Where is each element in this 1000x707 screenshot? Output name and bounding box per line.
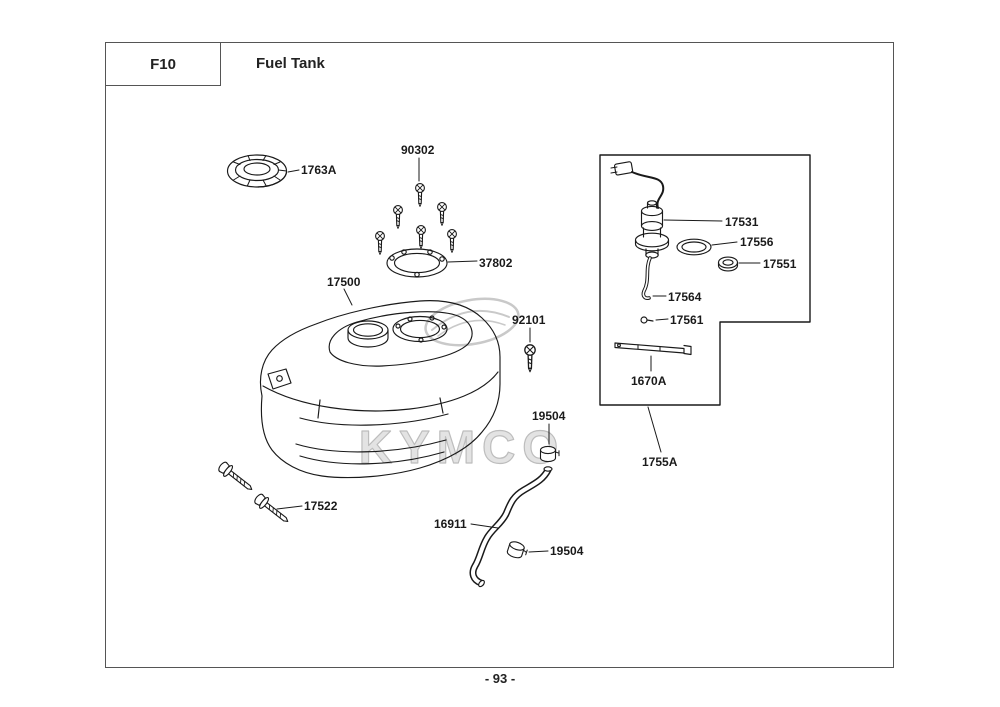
section-code: F10 [106,43,221,86]
part-label-17564: 17564 [668,290,702,304]
part-label-17561: 17561 [670,313,704,327]
tube-17564-drawing [641,256,652,300]
part-label-17556: 17556 [740,235,774,249]
leader-lines [276,157,761,553]
part-label-17522: 17522 [304,499,338,513]
part-label-92101: 92101 [512,313,546,327]
part-label-19504-upper: 19504 [532,409,566,423]
nut-17551-drawing [717,256,739,272]
gasket-17556-drawing [676,238,712,256]
hose-16911-drawing [469,466,553,588]
part-label-90302: 90302 [401,143,435,157]
gasket-37802-drawing [386,248,448,278]
part-label-17500: 17500 [327,275,361,289]
page-number: - 93 - [484,671,516,686]
part-17561-drawing [640,316,654,324]
fuel-sender-1670A-drawing [614,342,692,356]
watermark-text: KYMCO [359,421,565,473]
part-label-16911: 16911 [434,517,467,531]
part-label-1670A: 1670A [631,374,667,388]
fuel-cap-drawing [226,154,288,188]
part-label-17531: 17531 [725,215,759,229]
pump-assembly-box [599,154,811,406]
page-title: Fuel Tank [256,55,325,72]
fuel-tank-drawing [259,300,501,479]
watermark-logo [424,297,520,347]
part-label-17551: 17551 [763,257,797,271]
part-label-1763A: 1763A [301,163,337,177]
part-label-37802: 37802 [479,256,513,270]
part-label-19504-lower: 19504 [550,544,584,558]
page-frame: F10 Fuel Tank [105,42,894,668]
part-label-1755A: 1755A [642,455,678,469]
fuel-pump-drawing [610,161,670,259]
